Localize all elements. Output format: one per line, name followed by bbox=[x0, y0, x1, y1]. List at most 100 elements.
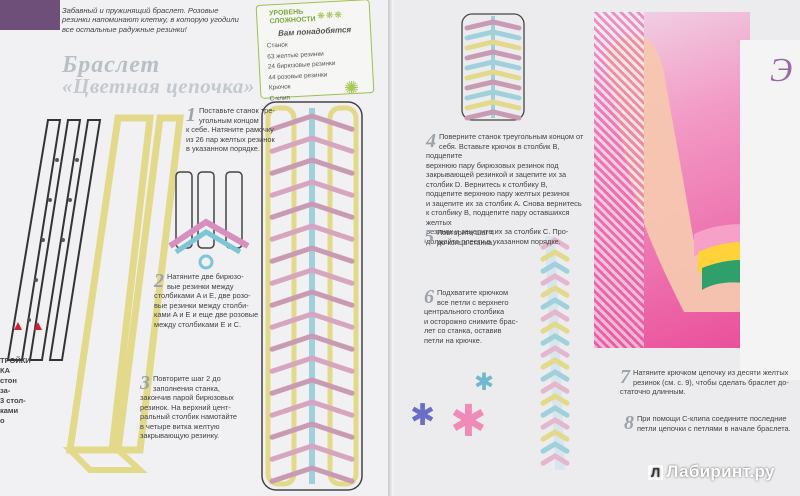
rubber-band bbox=[269, 157, 355, 176]
rubber-band bbox=[540, 261, 570, 274]
rubber-band bbox=[540, 381, 570, 394]
rubber-band bbox=[464, 69, 522, 81]
step-line: Подхватите крючком bbox=[437, 288, 509, 297]
step-7: 7 Натяните крючком цепочку из десяти жел… bbox=[620, 366, 790, 397]
rubber-band bbox=[540, 321, 570, 334]
sun-icon: ✺ bbox=[344, 78, 360, 98]
title-line-2: «Цветная цепочка» bbox=[62, 74, 255, 98]
step-line: Поставьте станок тре- bbox=[199, 106, 275, 115]
rubber-band bbox=[464, 59, 522, 71]
rubber-band bbox=[269, 355, 355, 374]
step-line: угольным концом bbox=[199, 115, 259, 125]
rubber-band bbox=[464, 29, 522, 41]
left-edge-line: 3 стол- bbox=[0, 396, 26, 405]
next-page-edge bbox=[740, 40, 800, 380]
rubber-band bbox=[540, 273, 570, 286]
loom-step3-diagram bbox=[261, 101, 363, 491]
left-edge-line: о bbox=[0, 416, 5, 425]
rubber-band bbox=[540, 441, 570, 454]
rubber-band bbox=[540, 369, 570, 382]
rubber-band bbox=[464, 99, 522, 111]
loom-frame-diagram bbox=[62, 114, 184, 473]
step-line: лет со станка, оставив bbox=[424, 326, 502, 335]
step-line: между столбиками E и C. bbox=[154, 319, 242, 329]
title-line-1: Браслет bbox=[62, 52, 161, 78]
left-edge-line: стон bbox=[0, 376, 17, 385]
rubber-band bbox=[464, 79, 522, 91]
rubber-band bbox=[464, 19, 522, 31]
step-line: статочно длинным. bbox=[620, 387, 686, 396]
left-edge-line: ками bbox=[0, 406, 19, 415]
rubber-band bbox=[540, 333, 570, 346]
intro-text: Забавный и пружинящий браслет. Розовые р… bbox=[62, 6, 267, 34]
rubber-band bbox=[269, 223, 355, 242]
rubber-band bbox=[540, 357, 570, 370]
step-line: закончив парой бирюзовых bbox=[140, 393, 234, 402]
step-line: Натяните две бирюзо- bbox=[167, 272, 244, 281]
chevron-band-group bbox=[269, 113, 355, 484]
intro-line: все остальные радужные резинки! bbox=[62, 24, 187, 34]
step-line: центрального столбика bbox=[424, 307, 505, 316]
rubber-band bbox=[540, 237, 570, 250]
step-number: 5 bbox=[424, 226, 434, 248]
step-line: в указанном порядке. bbox=[186, 144, 260, 153]
rubber-band bbox=[269, 399, 355, 418]
step-line: петли цепочки с петлями в начале браслет… bbox=[637, 423, 791, 433]
step-line: из 26 пар желтых резинок bbox=[186, 134, 275, 144]
rubber-band bbox=[269, 245, 355, 264]
step-number: 4 bbox=[426, 130, 436, 152]
loom-empty-diagram bbox=[6, 119, 102, 361]
step-line: Поверните станок треугольным концом от bbox=[439, 132, 584, 141]
rubber-band bbox=[269, 113, 355, 132]
rubber-band bbox=[540, 393, 570, 406]
step-number: 7 bbox=[620, 366, 630, 388]
rubber-band bbox=[269, 443, 355, 462]
step-number: 8 bbox=[624, 412, 634, 434]
rubber-band bbox=[269, 201, 355, 220]
book-spine bbox=[388, 0, 398, 496]
step-line: резинок (см. с. 9), чтобы сделать брасле… bbox=[633, 377, 789, 387]
step-text: Натяните крючком цепочку из десяти желты… bbox=[620, 368, 790, 397]
rubber-band bbox=[269, 135, 355, 154]
rubber-band bbox=[540, 309, 570, 322]
rubber-band bbox=[269, 333, 355, 352]
left-edge-line: КА bbox=[0, 366, 10, 375]
step-line: до конца станка. bbox=[437, 237, 495, 247]
labirint-mark-icon: Л bbox=[648, 465, 664, 480]
rubber-band bbox=[269, 289, 355, 308]
rubber-band bbox=[464, 89, 522, 101]
step-line: подцепите верхнюю пару желтых резинок bbox=[426, 189, 570, 198]
step-line: все петли с верхнего bbox=[437, 297, 509, 307]
rubber-band bbox=[269, 377, 355, 396]
rubber-band bbox=[269, 465, 355, 484]
step-line: петли на крючке. bbox=[424, 335, 482, 345]
left-page: Забавный и пружинящий браслет. Розовые р… bbox=[0, 0, 392, 496]
step-line: закрывающей резинкой и зацепите их за bbox=[426, 170, 567, 179]
rubber-band bbox=[540, 429, 570, 442]
step-8: 8 При помощи С-клипа соедините последние… bbox=[624, 412, 796, 434]
rubber-band bbox=[540, 453, 570, 466]
step-line: должайте плести в указанном порядке. bbox=[426, 236, 561, 246]
step-line: заполнения станка, bbox=[153, 383, 220, 393]
step-line: столбиками A и E, две розо- bbox=[154, 291, 251, 300]
chevron-band-group bbox=[464, 19, 522, 121]
rubber-band bbox=[464, 109, 522, 121]
step-line: столбик D. Вернитесь к столбику B, bbox=[426, 179, 548, 189]
intro-line: резинки напоминают клетку, в которую уго… bbox=[62, 15, 239, 25]
left-edge-line: ТРОЙКИ bbox=[0, 356, 31, 365]
rubber-band bbox=[540, 249, 570, 262]
chevron-band-group bbox=[540, 237, 570, 466]
step-line: себя. Вставьте крючок в столбик B, подце… bbox=[426, 141, 560, 161]
loom-step2-diagram bbox=[168, 171, 250, 270]
step-line: ками A и E и еще две розовые bbox=[154, 310, 259, 319]
